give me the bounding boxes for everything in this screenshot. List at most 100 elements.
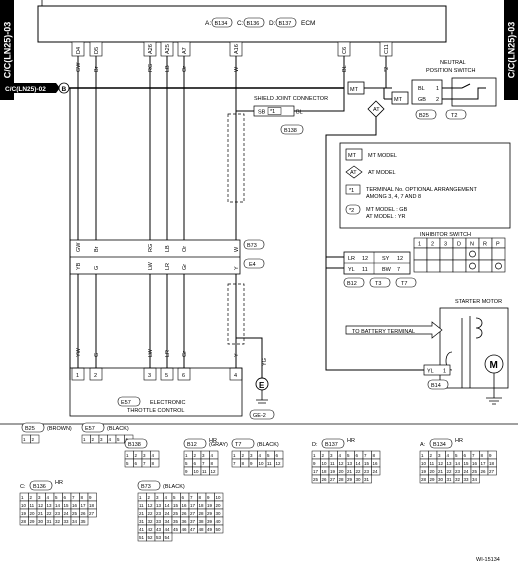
connector-pin: [371, 466, 381, 476]
connector-pin-label: 18: [322, 469, 328, 474]
connector-pin-label: 16: [182, 503, 188, 508]
connector-pin-label: 15: [364, 461, 370, 466]
legend-box: MT MT MODEL AT AT MODEL *1 TERMINAL No. …: [339, 142, 511, 229]
connector-pin-label: 48: [199, 527, 205, 532]
connector-pin-label: 28: [339, 477, 345, 482]
wire-label-mid-lower: LW: [148, 261, 154, 270]
connector-pin-label: 27: [89, 511, 95, 516]
throttle-pin-label: 2: [94, 373, 97, 379]
connector-pin-label: 31: [47, 519, 53, 524]
connector-pin-label: 13: [156, 503, 162, 508]
connector-pin-label: 30: [438, 477, 444, 482]
connector-pin-label: 7: [233, 461, 236, 466]
connector-pin-label: 33: [64, 519, 70, 524]
connector-pin-label: 3: [330, 453, 333, 458]
connector-pin-label: 44: [165, 527, 171, 532]
wire-label-bottom: LR: [165, 350, 171, 357]
connector-view-id: B73: [141, 484, 151, 490]
connector-view-badge: [231, 438, 255, 449]
cc-ref-letter: B: [62, 86, 67, 93]
inhibitor-grid-cell: [413, 247, 428, 261]
legend-star2-line2: AT MODEL : YR: [366, 214, 406, 220]
starter-to-battery: TO BATTERY TERMINAL: [352, 329, 415, 335]
connector-pin-label: 25: [173, 511, 179, 516]
legend-star2: *2: [349, 208, 354, 214]
shield-dashed-lower: [227, 283, 245, 345]
connector-pin-label: 50: [216, 527, 222, 532]
connector-pin-label: 31: [447, 477, 453, 482]
throttle-label2: THROTTLE CONTROL: [127, 408, 184, 414]
connector-view-prefix: C:: [20, 484, 26, 490]
inhibitor-grid-cell: [491, 247, 506, 261]
inhibitor-grid-cell: [478, 247, 493, 261]
connector-pin-label: 27: [489, 469, 495, 474]
connector-pin-label: 11: [139, 503, 144, 508]
connector-pin-label: 31: [364, 477, 370, 482]
connector-view-badge: [124, 438, 148, 449]
connector-pin-label: 34: [165, 519, 171, 524]
connector-pin-label: 51: [139, 535, 145, 540]
connector-view-hr: HR: [209, 438, 217, 444]
ecm-pin-label: C6: [342, 47, 348, 54]
inhibitor-yl: YL: [348, 267, 355, 273]
connector-view-badge: [21, 422, 45, 433]
connector-pin-label: 53: [156, 535, 162, 540]
inhibitor-grid-cell: [426, 247, 441, 261]
connector-pin-label: 15: [64, 503, 70, 508]
connector-view-id: B136: [33, 484, 46, 490]
connector-pin-label: 29: [430, 477, 436, 482]
connector-view-note: (BLACK): [257, 442, 279, 448]
connector-pin-label: 6: [194, 461, 197, 466]
connector-pin-label: 2: [30, 495, 33, 500]
connector-pin-label: 24: [464, 469, 470, 474]
wire-label-top: GW: [76, 62, 82, 72]
connector-pin-label: 8: [481, 453, 484, 458]
connector-pin-label: 9: [207, 495, 210, 500]
wire-label-bottom: LW: [148, 348, 154, 357]
connector-pin-label: 12: [438, 461, 444, 466]
ecm-pin-label: A25: [165, 44, 171, 54]
ecm-conn-a-prefix: A:: [205, 20, 211, 27]
inhibitor-contact: [469, 262, 476, 270]
connector-pin-label: 6: [135, 461, 138, 466]
connector-pin-label: 9: [250, 461, 253, 466]
connector-pin-label: 9: [313, 461, 316, 466]
connector-pin: [214, 524, 224, 534]
inhibitor-grid-cell: [478, 259, 493, 273]
connector-view-note: (BLACK): [163, 484, 185, 490]
wire-label-mid-upper: LB: [165, 245, 171, 252]
connector-pin-label: 8: [242, 461, 245, 466]
wire-label-bottom: G: [94, 353, 100, 357]
connector-pin-label: 4: [47, 495, 50, 500]
wire-label-top: W: [234, 66, 240, 72]
connector-view-note: (BROWN): [47, 426, 72, 432]
neutral-id-b25: B25: [419, 113, 429, 119]
wire-label-mid-upper: GW: [76, 242, 82, 252]
connector-pin: [87, 508, 97, 518]
connector-pin-label: 49: [207, 527, 213, 532]
connector-pin-label: 5: [55, 495, 58, 500]
connector-pin-label: 15: [173, 503, 179, 508]
cc-ref-arrow: C/C(LN25)-02 B: [2, 82, 344, 94]
connector-pin-label: 2: [242, 453, 245, 458]
connector-view-badge: [81, 422, 105, 433]
connector-pin-label: 14: [356, 461, 362, 466]
connector-pin-label: 18: [89, 503, 95, 508]
wire-label-mid-lower: Y: [234, 266, 240, 270]
inhibitor-position-label: P: [496, 242, 500, 248]
mt-at-branch: MT AT MT: [347, 81, 409, 118]
connector-pin-label: 20: [339, 469, 345, 474]
connector-pin-label: 31: [139, 519, 145, 524]
connector-pin-label: 24: [373, 469, 379, 474]
connector-pin-label: 19: [21, 511, 27, 516]
connector-pin-label: 3: [250, 453, 253, 458]
connector-pin-label: 28: [199, 511, 205, 516]
ecm-pin-label: A26: [148, 44, 154, 54]
connector-pin-label: 26: [182, 511, 188, 516]
signal-wires: [69, 56, 387, 380]
connector-pin-label: 33: [156, 519, 162, 524]
connector-pin-label: 45: [173, 527, 179, 532]
inhibitor-grid-cell: [426, 259, 441, 273]
